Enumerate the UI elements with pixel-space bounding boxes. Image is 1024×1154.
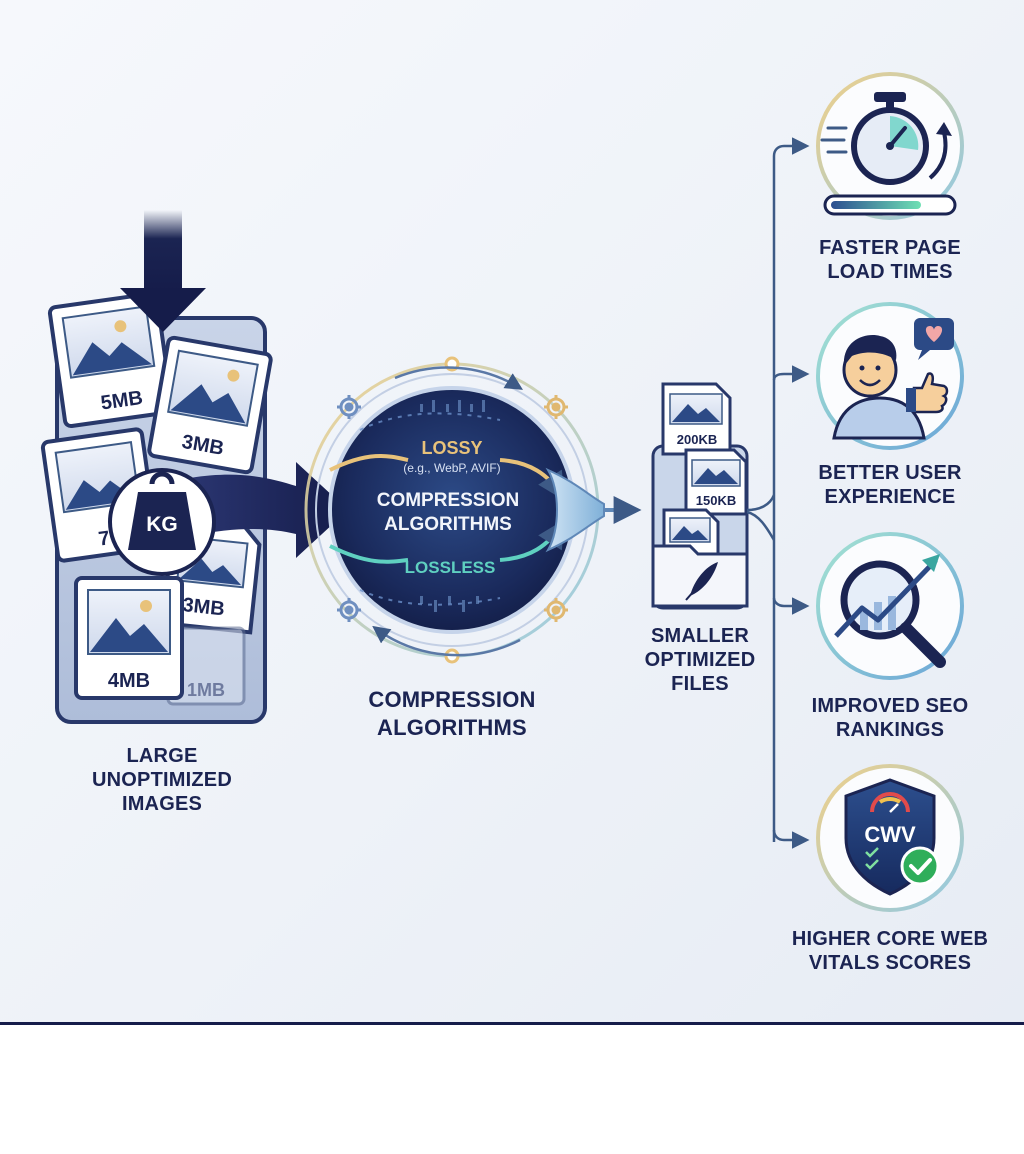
- size-label: 150KB: [696, 493, 736, 508]
- gear-icon: [544, 395, 568, 419]
- size-label: 7: [97, 527, 111, 550]
- benefit-caption-line: BETTER USER: [818, 462, 962, 484]
- benefit-caption-user-experience: BETTER USER EXPERIENCE: [790, 461, 990, 509]
- size-label: 3MB: [181, 594, 225, 620]
- compression-caption-line: COMPRESSION: [368, 687, 536, 712]
- file-card-150kb: 150KB: [684, 448, 748, 516]
- weight-label: KG: [146, 513, 178, 536]
- output-caption-line: SMALLER: [650, 625, 750, 647]
- core-title-line1: COMPRESSION: [377, 490, 520, 511]
- folder-icon: [651, 544, 749, 608]
- benefit-caption-line: FASTER PAGE: [819, 237, 961, 259]
- compression-caption: COMPRESSION ALGORITHMS: [332, 686, 572, 742]
- optimized-files: 200KB 150KB: [651, 382, 749, 610]
- photo-card-7mb: 7: [40, 427, 160, 563]
- input-caption-line: UNOPTIMIZED: [92, 769, 232, 791]
- input-caption-line: IMAGES: [121, 793, 203, 815]
- cwv-shield-icon: CWV: [844, 778, 940, 896]
- output-caption-line: OPTIMIZED: [644, 649, 756, 671]
- load-progress-bar: [831, 201, 921, 209]
- lossless-label: LOSSLESS: [405, 558, 496, 577]
- benefit-caption-line: IMPROVED SEO: [811, 695, 969, 717]
- benefit-caption-line: HIGHER CORE WEB: [791, 928, 989, 950]
- gear-icon: [544, 598, 568, 622]
- benefit-caption-faster-load: FASTER PAGE LOAD TIMES: [790, 236, 990, 284]
- benefit-seo: [816, 532, 964, 680]
- incoming-arrow: [120, 210, 206, 332]
- input-caption-line: LARGE: [126, 745, 198, 767]
- size-label: 200KB: [677, 432, 717, 447]
- benefit-user-experience: [816, 302, 964, 450]
- lossy-examples: (e.g., WebP, AVIF): [403, 461, 500, 475]
- stopwatch-icon: [820, 92, 952, 185]
- benefit-caption-line: VITALS SCORES: [808, 952, 972, 974]
- thumbs-up-icon: [912, 372, 949, 414]
- benefit-faster-load: [816, 72, 964, 220]
- size-label: 1MB: [187, 680, 225, 700]
- cwv-badge-text: CWV: [864, 822, 916, 847]
- lossy-label: LOSSY: [421, 438, 482, 458]
- benefit-caption-line: RANKINGS: [835, 719, 945, 741]
- core-title-line2: ALGORITHMS: [384, 514, 512, 535]
- large-images-stack: 5MB 3MB 7 3MB 1MB: [40, 291, 273, 724]
- benefit-caption-cwv: HIGHER CORE WEB VITALS SCORES: [775, 927, 1005, 975]
- benefit-cwv: CWV: [816, 764, 964, 912]
- photo-card-4mb: 4MB: [74, 576, 184, 700]
- compression-engine: LOSSY (e.g., WebP, AVIF) COMPRESSION ALG…: [304, 356, 600, 664]
- input-caption: LARGE UNOPTIMIZED IMAGES: [62, 744, 262, 816]
- bottom-divider: [0, 1022, 1024, 1025]
- gear-icon: [337, 395, 361, 419]
- photo-card-3mb: 3MB: [147, 335, 273, 475]
- output-caption: SMALLER OPTIMIZED FILES: [630, 624, 770, 696]
- happy-user-icon: [832, 318, 954, 440]
- compression-caption-line: ALGORITHMS: [377, 715, 527, 740]
- diagram-canvas: 5MB 3MB 7 3MB 1MB: [0, 0, 1024, 1024]
- benefit-caption-line: EXPERIENCE: [824, 486, 956, 508]
- benefit-caption-line: LOAD TIMES: [827, 261, 953, 283]
- gear-icon: [337, 598, 361, 622]
- check-badge-icon: [900, 846, 940, 886]
- funnel-icon: [545, 467, 642, 553]
- benefit-caption-seo: IMPROVED SEO RANKINGS: [790, 694, 990, 742]
- benefit-connectors: [746, 137, 810, 849]
- magnifier-chart-icon: [834, 554, 946, 668]
- weight-icon: KG: [108, 468, 216, 576]
- compression-diagram: 5MB 3MB 7 3MB 1MB: [40, 72, 964, 912]
- output-caption-line: FILES: [671, 673, 729, 695]
- file-card-200kb: 200KB: [661, 382, 732, 456]
- photo-card-1mb: 1MB: [166, 626, 246, 706]
- size-label: 4MB: [108, 670, 150, 692]
